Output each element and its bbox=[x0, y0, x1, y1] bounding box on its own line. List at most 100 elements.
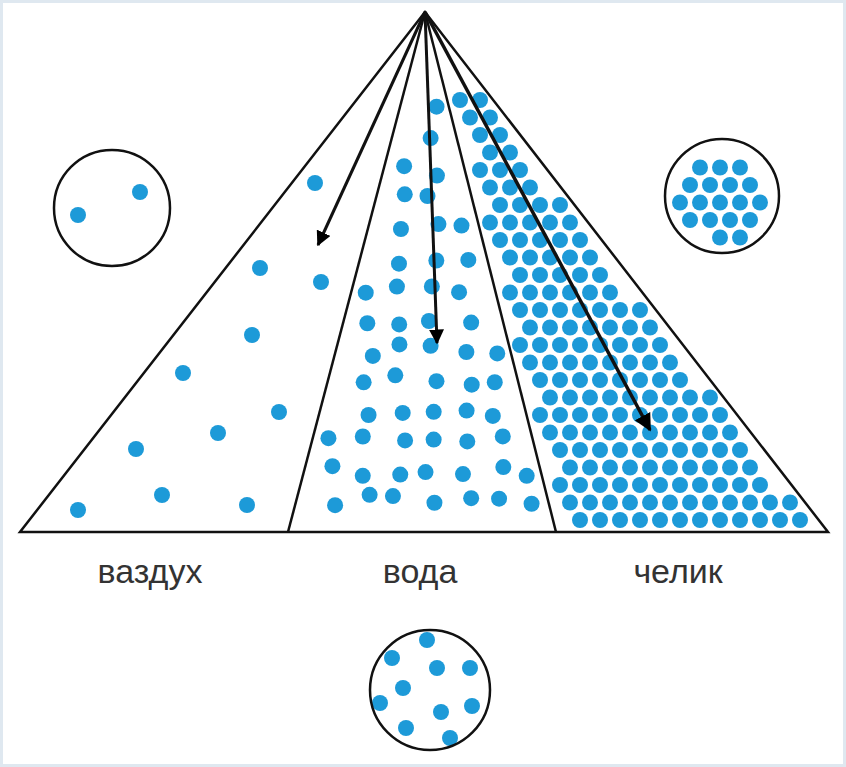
particle bbox=[320, 430, 336, 446]
particle bbox=[462, 110, 478, 126]
particle bbox=[602, 390, 618, 406]
particle bbox=[712, 477, 728, 493]
particle bbox=[552, 477, 568, 493]
particle bbox=[472, 127, 488, 143]
particle bbox=[582, 250, 598, 266]
particle bbox=[712, 407, 728, 423]
arrow bbox=[318, 12, 425, 245]
particle bbox=[512, 302, 528, 318]
particle bbox=[652, 337, 668, 353]
particle bbox=[562, 425, 578, 441]
particle bbox=[458, 344, 474, 360]
particle bbox=[722, 425, 738, 441]
particle bbox=[387, 367, 403, 383]
particle bbox=[70, 207, 86, 223]
particle bbox=[362, 487, 378, 503]
particle bbox=[662, 390, 678, 406]
particle bbox=[552, 442, 568, 458]
particle bbox=[391, 316, 407, 332]
particle bbox=[642, 390, 658, 406]
particle bbox=[572, 442, 588, 458]
particle bbox=[582, 390, 598, 406]
particle bbox=[397, 186, 413, 202]
particle bbox=[355, 428, 371, 444]
arrow bbox=[425, 12, 650, 430]
particle bbox=[418, 464, 434, 480]
particle bbox=[552, 302, 568, 318]
particle bbox=[562, 320, 578, 336]
particle bbox=[459, 433, 475, 449]
particle bbox=[562, 250, 578, 266]
particle bbox=[662, 425, 678, 441]
particle bbox=[395, 405, 411, 421]
particle bbox=[522, 320, 538, 336]
particle bbox=[419, 632, 435, 648]
particle bbox=[391, 336, 407, 352]
particle bbox=[672, 195, 688, 211]
particle bbox=[742, 212, 758, 228]
particle bbox=[732, 230, 748, 246]
particle bbox=[398, 720, 414, 736]
particle bbox=[652, 407, 668, 423]
particle bbox=[592, 442, 608, 458]
particle bbox=[562, 495, 578, 511]
particle bbox=[70, 502, 86, 518]
particle bbox=[429, 99, 445, 115]
particle bbox=[532, 372, 548, 388]
particle bbox=[682, 212, 698, 228]
particle bbox=[712, 442, 728, 458]
particle bbox=[424, 278, 440, 294]
particle bbox=[662, 355, 678, 371]
particle bbox=[662, 460, 678, 476]
particle bbox=[722, 177, 738, 193]
particle bbox=[712, 195, 728, 211]
particle bbox=[582, 355, 598, 371]
particle bbox=[502, 285, 518, 301]
particle bbox=[692, 442, 708, 458]
particle bbox=[782, 495, 798, 511]
particle bbox=[572, 337, 588, 353]
gas-circle bbox=[54, 150, 170, 266]
particle bbox=[772, 512, 788, 528]
particle bbox=[612, 337, 628, 353]
particle bbox=[532, 337, 548, 353]
particle bbox=[732, 477, 748, 493]
particle bbox=[672, 477, 688, 493]
particle-dots bbox=[70, 92, 808, 746]
particle bbox=[602, 285, 618, 301]
particle bbox=[702, 212, 718, 228]
particle bbox=[642, 460, 658, 476]
particle bbox=[712, 512, 728, 528]
particle bbox=[239, 497, 255, 513]
particle bbox=[752, 512, 768, 528]
particle bbox=[692, 512, 708, 528]
particle bbox=[582, 425, 598, 441]
particle bbox=[512, 337, 528, 353]
particle bbox=[472, 162, 488, 178]
particle bbox=[762, 495, 778, 511]
particle bbox=[632, 442, 648, 458]
particle bbox=[482, 180, 498, 196]
particle bbox=[482, 215, 498, 231]
particle bbox=[732, 160, 748, 176]
particle bbox=[682, 390, 698, 406]
particle bbox=[672, 512, 688, 528]
particle bbox=[682, 177, 698, 193]
particle bbox=[464, 698, 480, 714]
particle bbox=[395, 680, 411, 696]
particle bbox=[389, 279, 405, 295]
particle bbox=[542, 355, 558, 371]
particle bbox=[572, 477, 588, 493]
particle bbox=[712, 160, 728, 176]
particle bbox=[396, 158, 412, 174]
particle bbox=[622, 355, 638, 371]
particle bbox=[128, 441, 144, 457]
particle bbox=[722, 495, 738, 511]
particle bbox=[455, 466, 471, 482]
particle bbox=[358, 285, 374, 301]
particle bbox=[572, 407, 588, 423]
particle bbox=[324, 458, 340, 474]
particle bbox=[732, 195, 748, 211]
particle bbox=[460, 252, 476, 268]
